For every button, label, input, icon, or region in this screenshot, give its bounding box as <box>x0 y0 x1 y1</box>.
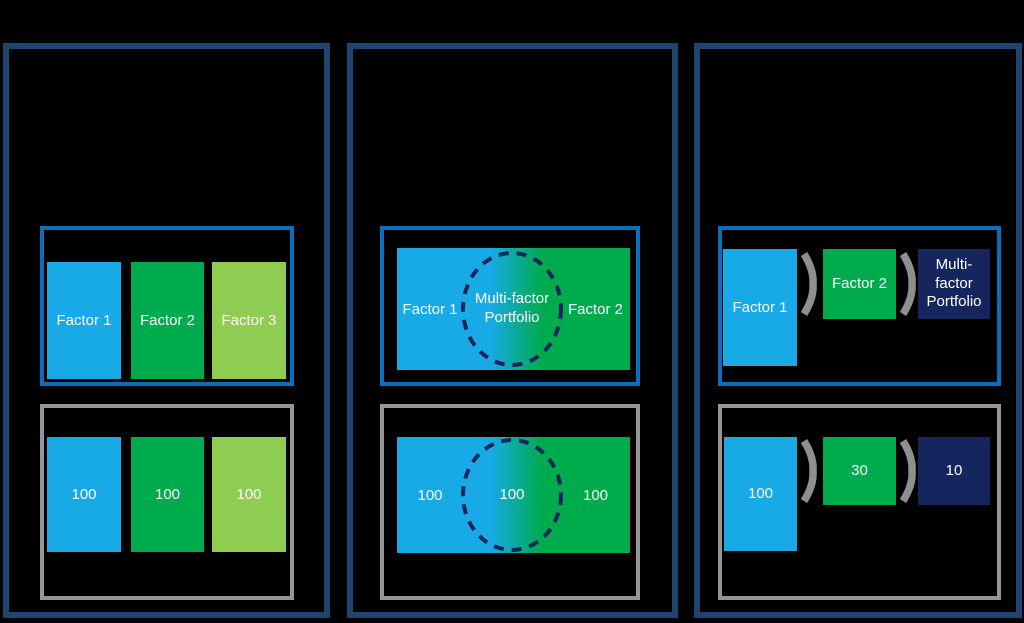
step-factor-2-block: Factor 2 <box>823 249 896 319</box>
step-factor-1-block: Factor 1 <box>723 249 797 366</box>
factor-3-value-block: 100 <box>212 437 286 552</box>
blend-right-value: 100 <box>582 486 609 504</box>
panel-separate-factors: Factor 1 Factor 2 Factor 3 100 100 100 <box>3 43 330 618</box>
chevron-right-icon <box>800 252 817 316</box>
panel-sequential-screening: Factor 1 Factor 2 Multi-factor Portfolio… <box>694 43 1022 618</box>
chevron-right-icon <box>899 439 916 503</box>
panel-blended-portfolio: Factor 1 Multi-factor Portfolio Factor 2… <box>347 43 678 618</box>
blend-left-value: 100 <box>417 486 443 504</box>
sequential-factors-box: Factor 1 Factor 2 Multi-factor Portfolio <box>718 226 1001 386</box>
blended-factors-box: Factor 1 Multi-factor Portfolio Factor 2 <box>380 226 640 386</box>
blend-left-label: Factor 1 <box>402 300 458 318</box>
blend-gradient-block: Factor 1 Multi-factor Portfolio Factor 2 <box>397 248 630 370</box>
overlap-ellipse-icon <box>461 438 563 552</box>
blend-center-label: Multi-factor Portfolio <box>474 290 550 326</box>
factor-3-block: Factor 3 <box>212 262 286 379</box>
blend-center-value: 100 <box>499 485 525 503</box>
blend-right-label: Factor 2 <box>567 300 624 318</box>
separate-factors-box: Factor 1 Factor 2 Factor 3 <box>40 226 294 386</box>
step-factor-1-value-block: 100 <box>724 437 797 551</box>
blended-values-box: 100 100 100 <box>380 404 640 600</box>
step-multifactor-block: Multi-factor Portfolio <box>918 249 990 319</box>
factor-2-value-block: 100 <box>131 437 204 552</box>
step-multifactor-value-block: 10 <box>918 437 990 505</box>
step-factor-2-value-block: 30 <box>823 437 896 505</box>
factor-1-block: Factor 1 <box>47 262 121 379</box>
chevron-right-icon <box>800 439 817 503</box>
chevron-right-icon <box>899 252 916 316</box>
factor-2-block: Factor 2 <box>131 262 204 379</box>
separate-values-box: 100 100 100 <box>40 404 294 600</box>
sequential-values-box: 100 30 10 <box>718 404 1001 600</box>
factor-1-value-block: 100 <box>47 437 121 552</box>
overlap-ellipse-icon <box>461 251 563 367</box>
blend-gradient-value-block: 100 100 100 <box>397 437 630 553</box>
